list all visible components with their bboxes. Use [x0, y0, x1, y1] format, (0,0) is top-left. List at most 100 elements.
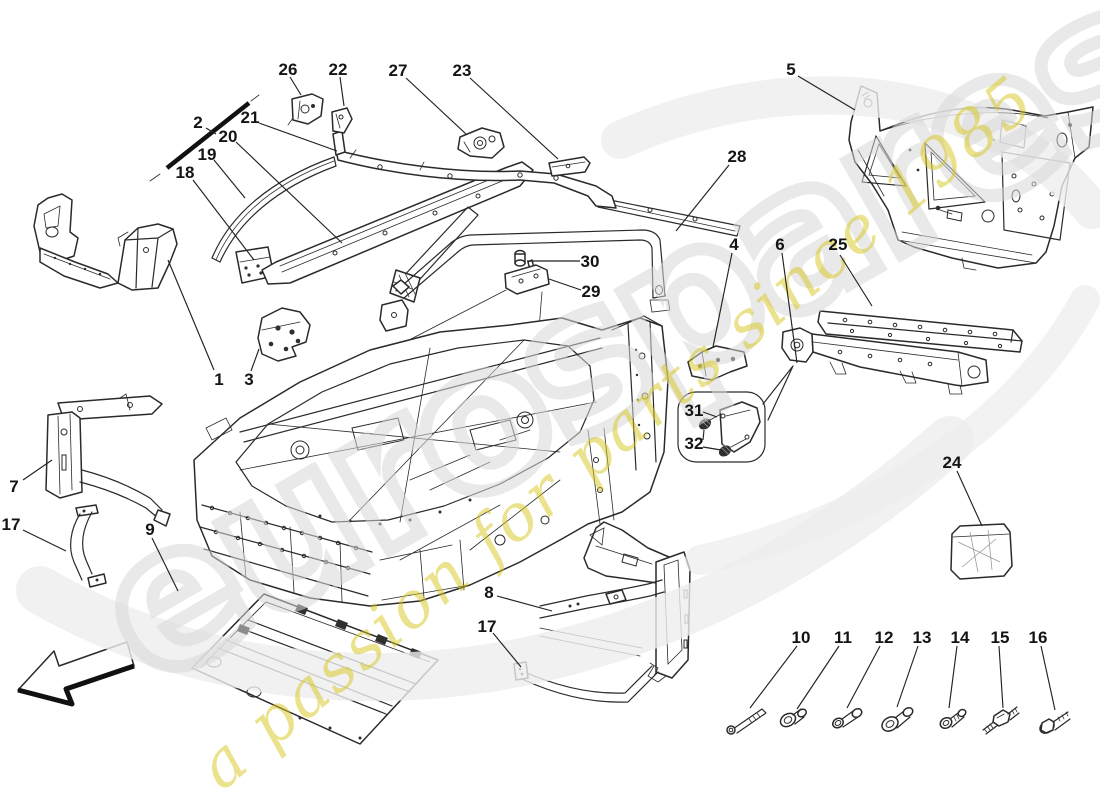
leader-line-31	[702, 411, 718, 418]
leader-line-24	[956, 470, 983, 527]
leader-line-15	[998, 645, 1004, 709]
fastener-13-flanged-sleeve	[881, 706, 914, 732]
leader-line-19	[213, 159, 246, 199]
part-callout-11-10[interactable]: 11	[834, 628, 852, 647]
fastener-16-bolt	[1039, 711, 1071, 734]
part-callout-18-18[interactable]: 18	[176, 163, 195, 182]
leader-line-1	[167, 259, 215, 371]
part-callout-9-8[interactable]: 9	[145, 520, 154, 539]
part-callout-29-29[interactable]: 29	[582, 282, 601, 301]
leader-line-17	[492, 632, 522, 668]
part-callout-13-12[interactable]: 13	[913, 628, 932, 647]
part-27-mount-bracket	[457, 127, 505, 159]
fastener-15-stud-hex	[982, 706, 1020, 735]
part-callout-4-3[interactable]: 4	[729, 235, 739, 254]
fastener-14-rivet	[939, 708, 967, 730]
part-callout-1-0[interactable]: 1	[214, 370, 223, 389]
leader-line-8	[496, 595, 553, 612]
right-rocker-strip	[597, 197, 741, 237]
detail-bubble-31-32	[677, 365, 794, 463]
main-chassis-structure	[193, 315, 669, 607]
leader-line-26	[289, 76, 302, 96]
part-4-bracket	[687, 345, 748, 381]
leader-line-10	[749, 645, 798, 709]
watermark-swoosh	[685, 285, 1100, 575]
part-callout-3-2[interactable]: 3	[244, 370, 253, 389]
fastener-11-rivnut	[779, 708, 807, 728]
part-callout-25-25[interactable]: 25	[829, 235, 848, 254]
leader-line-13	[896, 645, 919, 708]
leader-line-20	[235, 141, 343, 244]
leader-line-7	[22, 459, 53, 481]
part-callout-20-20[interactable]: 20	[219, 127, 238, 146]
part-callout-32-32[interactable]: 32	[685, 434, 704, 453]
leader-line-3	[250, 348, 260, 372]
part-callout-10-9[interactable]: 10	[792, 628, 811, 647]
leader-line-14	[948, 645, 958, 709]
leader-line-21	[258, 122, 338, 152]
part-1-front-frame	[33, 193, 178, 291]
part-callout-31-31[interactable]: 31	[685, 401, 704, 420]
part-25-crossmember-beam	[817, 310, 1023, 353]
part-callout-6-5[interactable]: 6	[775, 235, 784, 254]
part-callout-15-14[interactable]: 15	[991, 628, 1010, 647]
fastener-10-stud	[726, 708, 767, 735]
leader-line-25	[839, 254, 873, 307]
leader-line-29	[548, 278, 582, 291]
part-2-seal-strip	[149, 94, 260, 182]
part-callout-17-16[interactable]: 17	[2, 515, 21, 534]
part-callout-27-27[interactable]: 27	[389, 61, 408, 80]
watermark-swoosh	[601, 76, 1100, 229]
part-callout-12-11[interactable]: 12	[875, 628, 894, 647]
part-callout-21-21[interactable]: 21	[241, 108, 260, 127]
part-22-bracket	[331, 107, 353, 134]
part-callout-7-6[interactable]: 7	[9, 477, 18, 496]
leader-line-9	[151, 537, 179, 592]
part-callout-8-7[interactable]: 8	[484, 583, 493, 602]
leader-line-32	[702, 429, 705, 441]
part-callout-2-1[interactable]: 2	[193, 113, 202, 132]
leader-line-23	[469, 77, 559, 160]
watermark-swoosh	[16, 416, 974, 701]
part-19-arch-strip	[211, 156, 337, 263]
part-callout-22-22[interactable]: 22	[329, 60, 348, 79]
leader-line-17	[22, 529, 67, 552]
part-26-bracket	[287, 93, 324, 126]
leader-line-32	[702, 446, 722, 451]
leader-line-11	[796, 645, 840, 710]
part-8-support-frame	[539, 521, 691, 683]
leader-line-5	[797, 75, 856, 111]
leader-line-12	[846, 645, 881, 709]
part-callout-24-24[interactable]: 24	[943, 453, 962, 472]
part-callout-16-15[interactable]: 16	[1029, 628, 1048, 647]
part-21-cowl-strip	[332, 130, 617, 209]
part-callout-23-23[interactable]: 23	[453, 61, 472, 80]
leader-line-22	[339, 76, 345, 107]
leader-line-16	[1040, 645, 1056, 711]
part-callout-26-26[interactable]: 26	[279, 60, 298, 79]
leader-line-28	[675, 164, 730, 232]
part-30-bolt	[514, 249, 526, 267]
part-24-fastener-pack	[950, 523, 1013, 580]
part-callout-17-17[interactable]: 17	[478, 617, 497, 636]
leader-line-18	[192, 179, 255, 261]
leader-line-4	[712, 252, 733, 348]
part-callout-14-13[interactable]: 14	[951, 628, 970, 647]
part-callout-30-30[interactable]: 30	[581, 252, 600, 271]
part-20-sill-panel	[261, 161, 534, 285]
leader-line-6	[781, 252, 798, 364]
leader-line-27	[405, 77, 467, 135]
fastener-12-sleeve	[832, 707, 863, 729]
part-callout-28-28[interactable]: 28	[728, 147, 747, 166]
leader-line-2	[205, 127, 217, 135]
part-23-strip	[548, 156, 591, 177]
part-6-lower-crossmember	[781, 327, 989, 395]
part-7-support-frame	[45, 393, 171, 527]
part-callout-5-4[interactable]: 5	[786, 60, 795, 79]
part-3-bracket	[257, 307, 311, 362]
part-callout-19-19[interactable]: 19	[198, 145, 217, 164]
part-28-frame-tube	[392, 229, 671, 313]
